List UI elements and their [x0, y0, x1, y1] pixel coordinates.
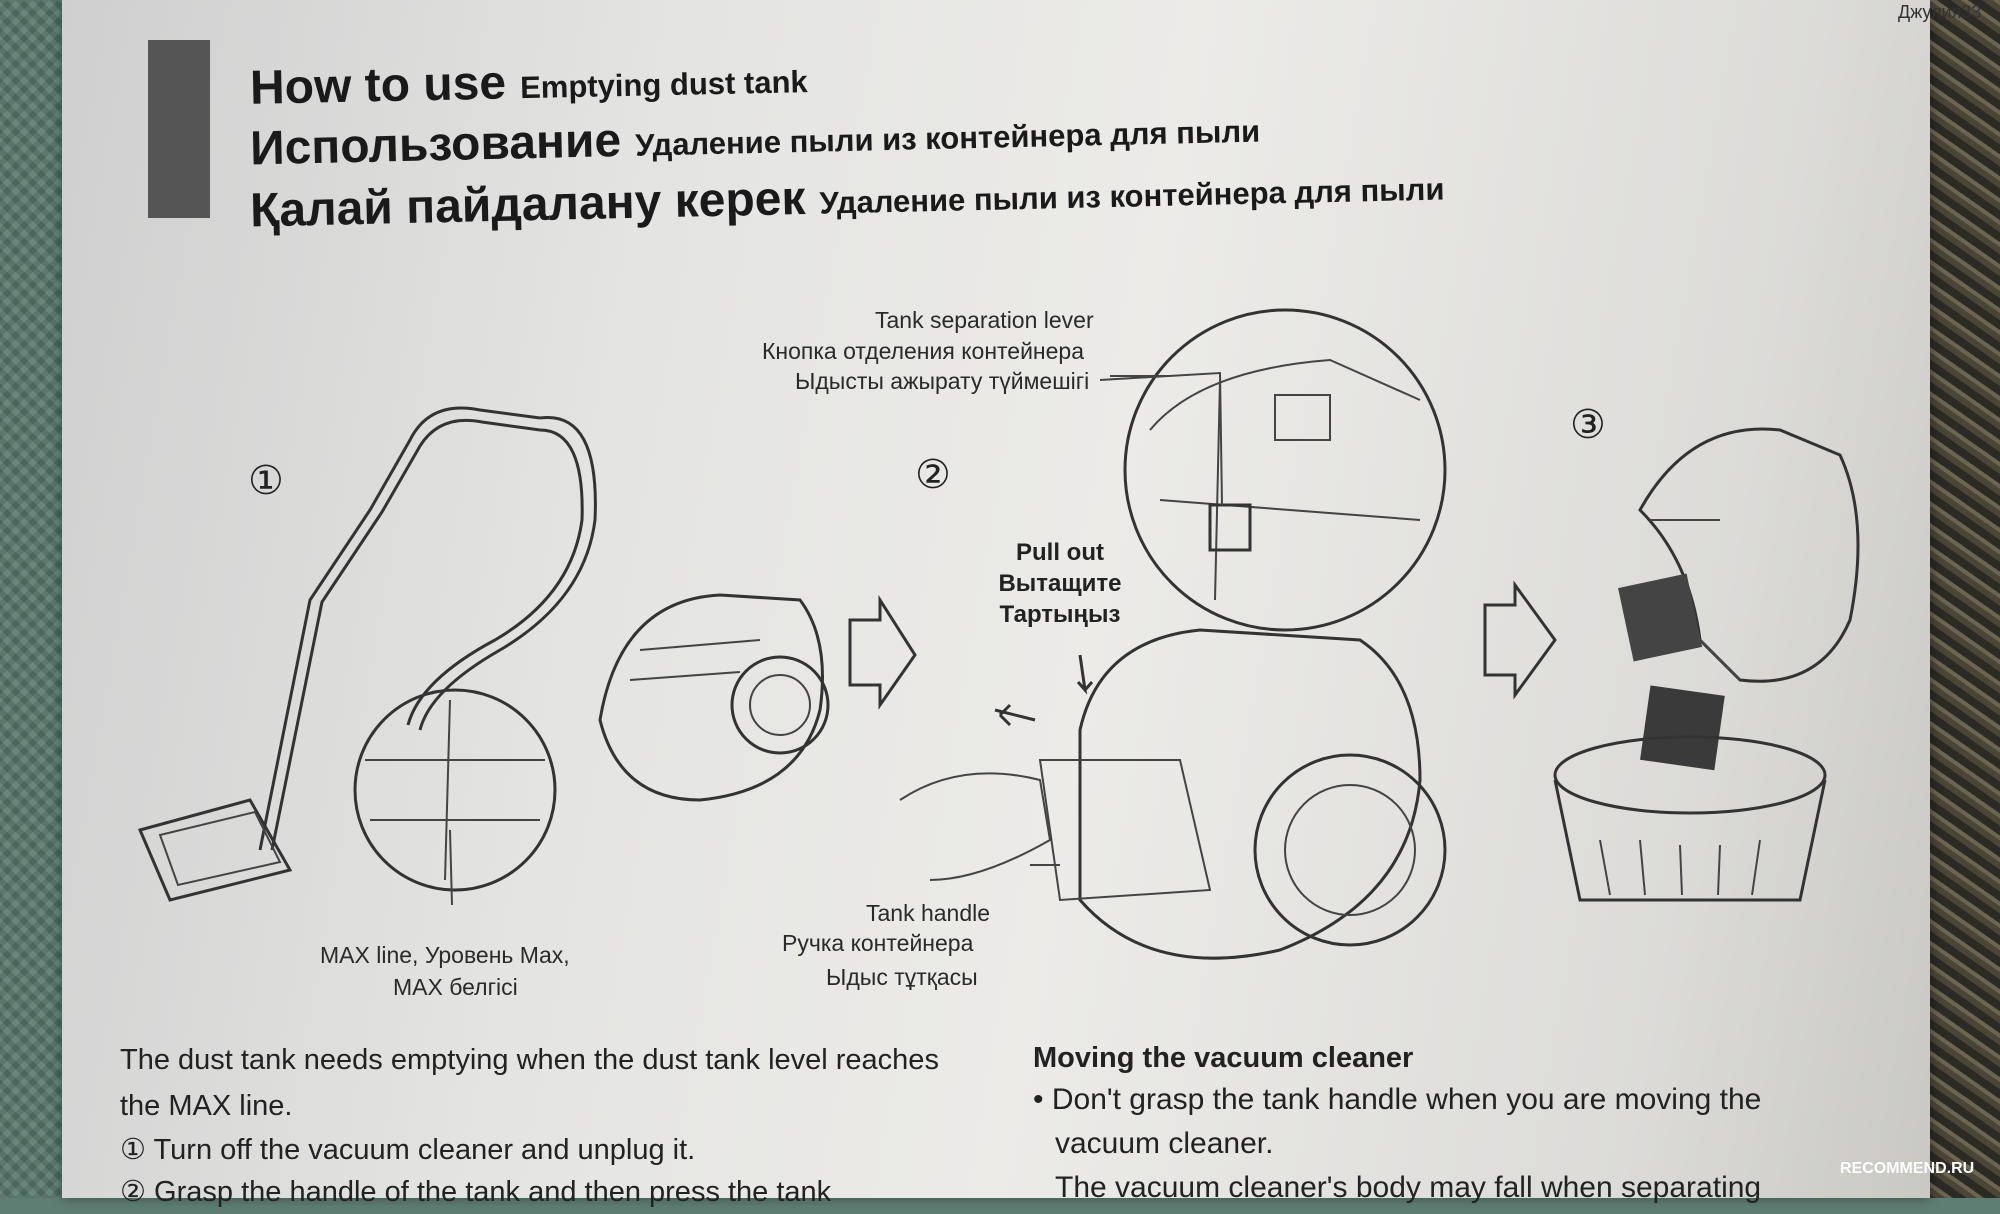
username-watermark: Джулия33: [1898, 2, 1982, 22]
moving-title: Moving the vacuum cleaner: [1033, 1042, 1414, 1074]
vacuum-cleaner-illustration: [137, 406, 830, 906]
step-one-number: ①: [248, 459, 284, 503]
label-max-2: MAX белгісі: [393, 974, 518, 1000]
body-right-line-2: vacuum cleaner.: [1055, 1127, 1274, 1160]
vacuum-tank-removal-illustration: [899, 308, 1447, 960]
manual-page: [62, 0, 1930, 1198]
step-three-number: ③: [1570, 403, 1606, 447]
pull-ru: Вытащите: [998, 570, 1122, 597]
pull-out-label: Pull out Вытащите Тартыңыз: [960, 537, 1160, 630]
label-handle-en: Tank handle: [866, 900, 991, 926]
body-right-line-1: • Don't grasp the tank handle when you a…: [1033, 1083, 1762, 1116]
section-marker: [148, 40, 210, 218]
step-two-number: ②: [915, 453, 951, 497]
label-handle-ru: Ручка контейнера: [782, 930, 974, 956]
pull-en: Pull out: [1016, 539, 1104, 566]
body-left-line-4: ② Grasp the handle of the tank and then …: [120, 1176, 832, 1208]
label-lever-ru: Кнопка отделения контейнера: [762, 338, 1085, 364]
arrow-right-icon: [848, 594, 917, 710]
trash-bin-illustration: [1553, 427, 1860, 902]
body-left-line-1: The dust tank needs emptying when the du…: [120, 1044, 939, 1076]
label-handle-kk: Ыдыс тұтқасы: [826, 964, 978, 990]
label-max-1: MAX line, Уровень Max,: [320, 942, 570, 968]
body-right-line-3: The vacuum cleaner's body may fall when …: [1055, 1171, 1762, 1204]
label-lever-kk: Ыдысты ажырату түймешігі: [795, 368, 1090, 394]
arrow-right-icon: [1483, 580, 1557, 700]
body-left-line-2: the MAX line.: [120, 1090, 293, 1122]
body-left-line-3: ① Turn off the vacuum cleaner and unplug…: [120, 1134, 696, 1166]
label-lever-en: Tank separation lever: [875, 307, 1094, 333]
site-watermark: RECOMMEND.RU: [1840, 1160, 1975, 1177]
pull-kk: Тартыңыз: [999, 601, 1121, 628]
